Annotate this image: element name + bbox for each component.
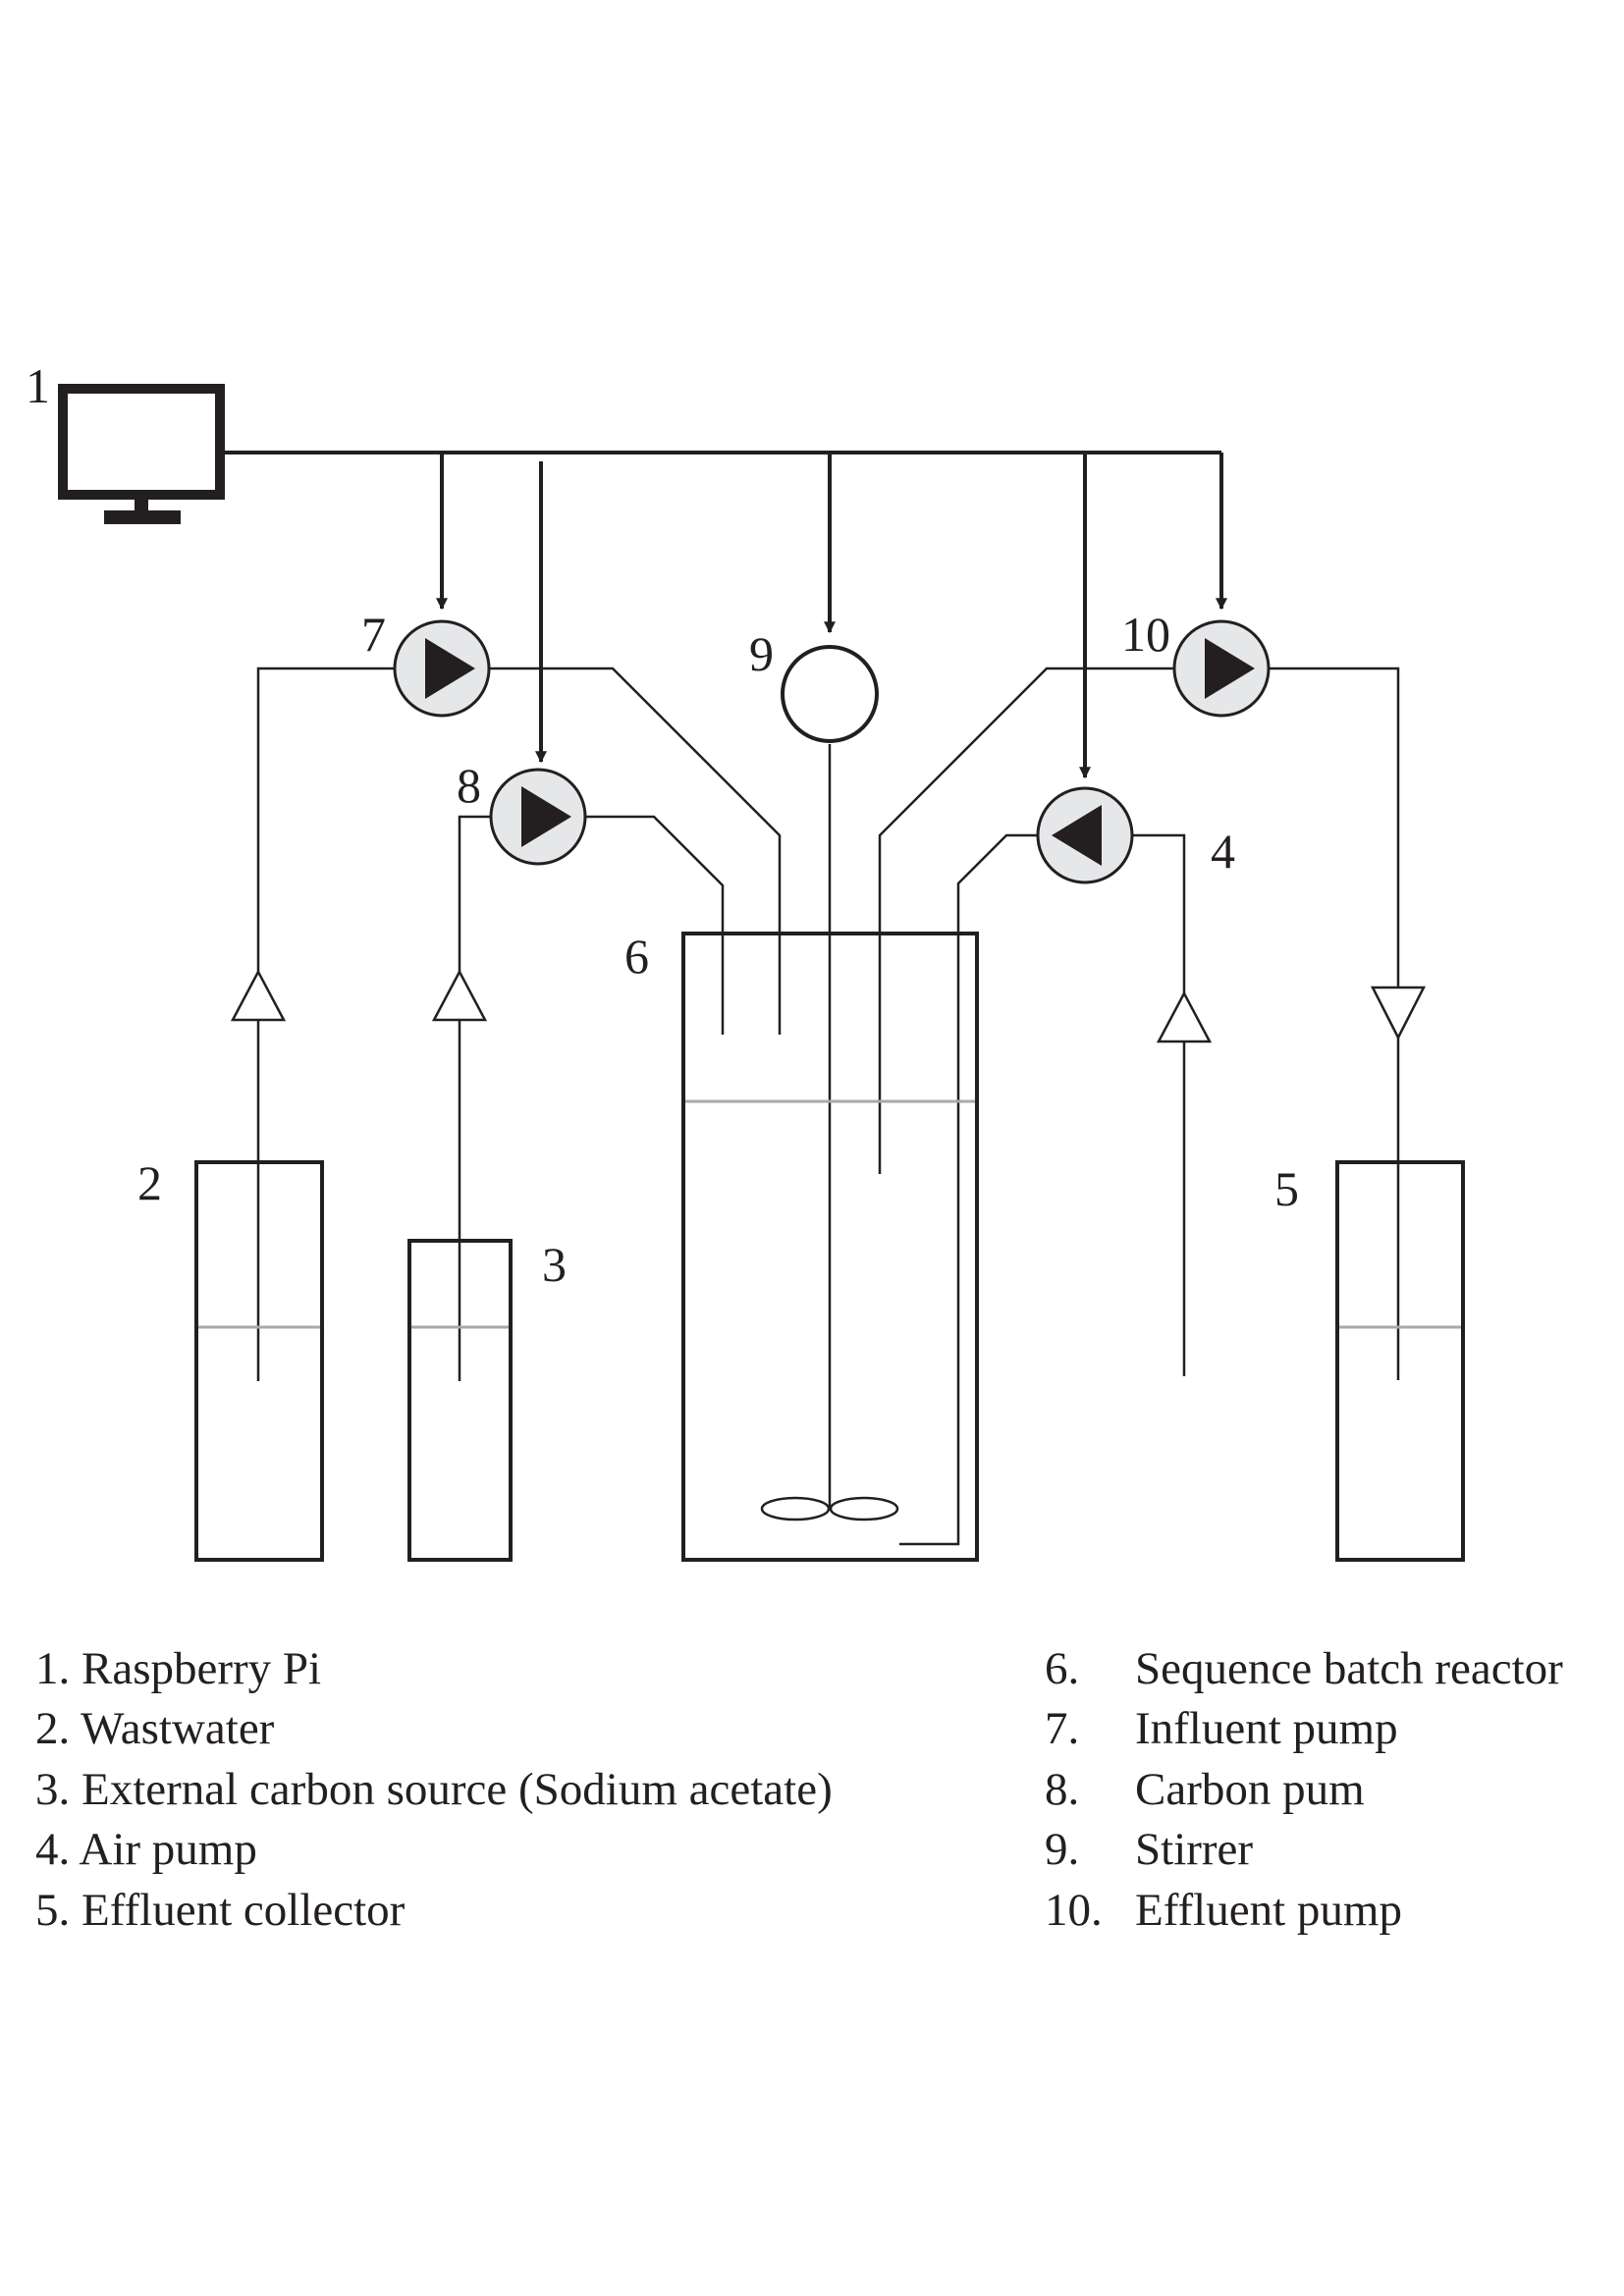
effluent-tank (1335, 1160, 1465, 1562)
label-stirrer: 9 (749, 626, 774, 681)
legend-number: 9. (1045, 1824, 1080, 1875)
label-effluent-pump: 10 (1121, 607, 1170, 662)
impeller-icon (760, 1496, 899, 1522)
legend-text: Stirrer (1135, 1824, 1254, 1875)
legend-number: 10. (1045, 1885, 1103, 1936)
label-air-pump: 4 (1211, 824, 1235, 879)
water-levels (198, 1099, 1461, 1329)
label-carbon-source: 3 (542, 1237, 567, 1292)
containers (194, 932, 1465, 1562)
legend-item: 2. Wastwater (35, 1703, 275, 1754)
legend-text: Sequence batch reactor (1135, 1643, 1563, 1694)
label-effluent-collector: 5 (1274, 1161, 1299, 1216)
legend-text: Influent pump (1135, 1703, 1398, 1754)
legend-number: 8. (1045, 1764, 1080, 1815)
legend-item: 5. Effluent collector (35, 1885, 406, 1936)
legend-number: 6. (1045, 1643, 1080, 1694)
stirrer-motor (781, 645, 879, 743)
legend-text: Effluent pump (1135, 1885, 1402, 1936)
legend-item: 1. Raspberry Pi (35, 1643, 322, 1694)
legend-number: 7. (1045, 1703, 1080, 1754)
carbon-tank (407, 1239, 513, 1562)
check-valve-icon (230, 969, 1427, 1043)
label-raspberry-pi: 1 (26, 358, 50, 413)
pump-icon (393, 619, 1271, 884)
reactor-vessel (681, 932, 979, 1562)
legend-text: Carbon pum (1135, 1764, 1365, 1815)
wastewater-tank (194, 1160, 324, 1562)
legend-item: 4. Air pump (35, 1824, 257, 1875)
label-influent-pump: 7 (361, 607, 386, 662)
label-wastewater: 2 (137, 1155, 162, 1210)
label-reactor: 6 (624, 929, 649, 984)
legend-item: 3. External carbon source (Sodium acetat… (35, 1764, 833, 1815)
monitor-icon (58, 384, 225, 524)
control-lines (220, 451, 1227, 779)
label-carbon-pump: 8 (457, 758, 481, 813)
tubing (256, 667, 1400, 1546)
